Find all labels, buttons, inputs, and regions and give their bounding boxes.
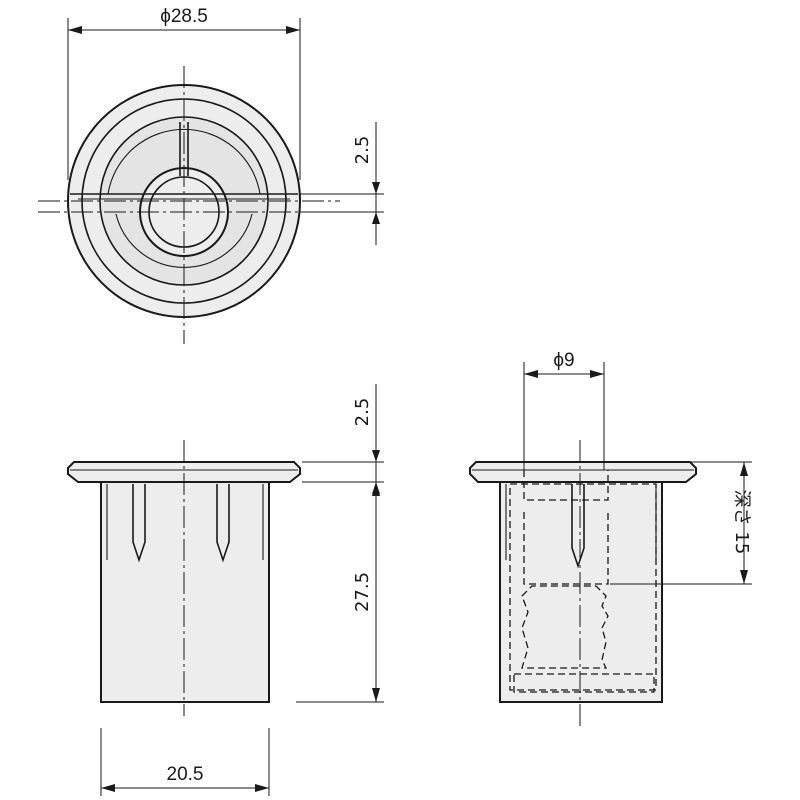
dimension-label-outer-diameter: ϕ28.5: [160, 6, 208, 27]
arrow-head: [101, 784, 115, 792]
dimension-body-length: 27.5: [296, 482, 384, 703]
arrow-head: [372, 182, 380, 194]
dimension-label-hole-depth: 深さ 15: [731, 490, 752, 555]
arrow-head: [740, 462, 748, 476]
arrow-head: [372, 482, 380, 496]
dimension-flange-thickness: 2.5: [302, 384, 384, 494]
dimension-label-flange-thickness: 2.5: [352, 398, 373, 427]
front-view-flange: [67, 461, 301, 483]
side-view-hidden-pin: [521, 585, 609, 669]
top-view-inner-rim: [107, 128, 261, 195]
arrow-head: [590, 370, 604, 378]
dimension-label-body-width: 20.5: [167, 764, 204, 785]
arrow-head: [524, 370, 538, 378]
arrow-head: [372, 450, 380, 462]
side-view-hidden-base: [513, 673, 655, 693]
side-view-hidden-bore: [509, 483, 657, 691]
arrow-head: [372, 688, 380, 702]
side-view-hidden-hole: [523, 470, 609, 501]
arrow-head: [372, 212, 380, 224]
arrow-head: [740, 570, 748, 584]
front-view: [67, 440, 301, 716]
front-view-slit-right: [216, 484, 230, 563]
dimension-label-body-length: 27.5: [352, 572, 373, 612]
dimension-label-hole-diameter: ϕ9: [553, 350, 574, 371]
side-view-hidden-hole-depth: [523, 512, 609, 585]
front-view-body: [100, 477, 270, 703]
dimension-hole-depth: 深さ 15: [610, 461, 752, 585]
dimension-top-offset: 2.5: [300, 122, 384, 245]
dimension-body-width: 20.5: [100, 728, 270, 796]
top-view: [38, 66, 340, 344]
arrow-head: [286, 26, 300, 34]
side-view-body: [499, 477, 663, 703]
arrow-head: [68, 26, 82, 34]
side-view-slit: [571, 484, 585, 569]
side-view: [469, 440, 697, 730]
front-view-slit-left: [132, 484, 146, 563]
dimension-outer-diameter: ϕ28.5: [67, 6, 301, 180]
arrow-head: [255, 784, 269, 792]
dimension-hole-diameter: ϕ9: [523, 350, 605, 470]
side-view-flange: [469, 461, 697, 483]
dimension-label-top-offset: 2.5: [352, 136, 373, 165]
